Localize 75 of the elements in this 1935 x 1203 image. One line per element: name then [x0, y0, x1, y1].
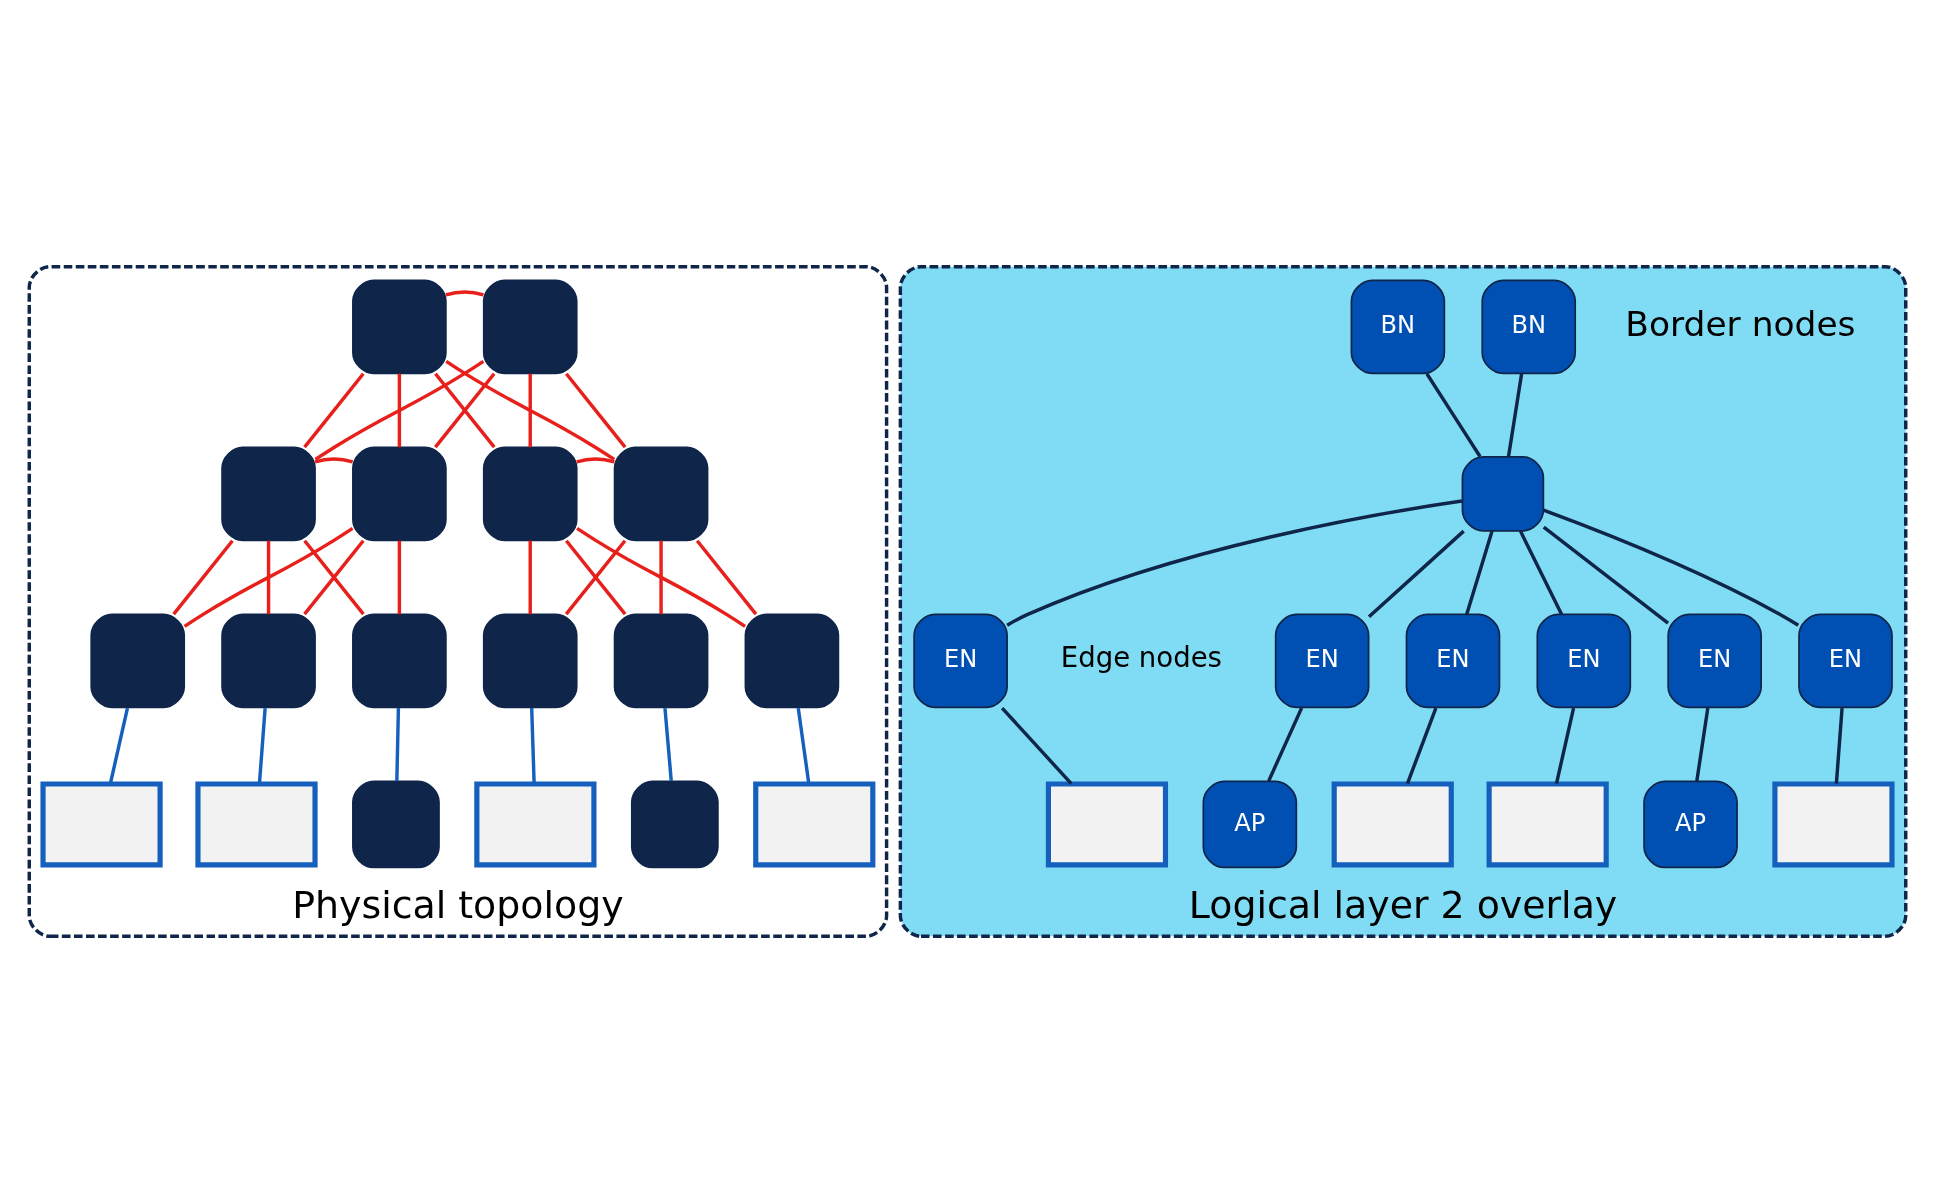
connector [303, 539, 365, 616]
node-switch [1461, 456, 1545, 532]
connector [1542, 508, 1800, 627]
node-router [482, 279, 578, 375]
connector [1506, 373, 1524, 457]
connector [314, 457, 354, 464]
connector [183, 526, 354, 628]
connector [172, 539, 234, 616]
connector [303, 372, 365, 449]
node-laptop [195, 781, 318, 868]
node-router [744, 613, 840, 709]
connector [1367, 529, 1465, 619]
connector [1405, 707, 1438, 785]
node-router [352, 279, 447, 375]
connector [576, 526, 746, 628]
node-router [482, 613, 578, 709]
node-router [352, 446, 447, 542]
node-laptop [1772, 781, 1895, 868]
connector [314, 359, 485, 461]
node-wifi [630, 780, 719, 869]
node-router [352, 613, 447, 709]
connector [1000, 706, 1073, 785]
connector [1542, 525, 1670, 625]
connector [434, 372, 496, 449]
connector [1267, 707, 1304, 782]
connector [1465, 530, 1494, 615]
connector [395, 708, 401, 782]
connector [257, 707, 267, 784]
node-box: EN [1667, 613, 1762, 709]
node-router [613, 446, 709, 542]
node-laptop [474, 781, 597, 868]
connector [576, 457, 615, 464]
node-router [482, 446, 578, 542]
node-box: EN [1405, 613, 1501, 709]
connector [663, 707, 673, 782]
connector [266, 540, 271, 615]
node-router [221, 613, 316, 709]
label: Border nodes [1625, 303, 1856, 344]
connector [397, 373, 402, 448]
connector [1518, 530, 1564, 616]
node-box: EN [1536, 613, 1632, 709]
node-router [90, 613, 186, 709]
node-box: BN [1350, 279, 1446, 375]
cluster: Physical topology [27, 264, 889, 939]
connector [695, 539, 758, 616]
connector [397, 540, 402, 615]
connector [528, 373, 532, 448]
node-laptop [1331, 781, 1454, 868]
node-box: AP [1202, 780, 1298, 869]
connector [445, 359, 616, 461]
node-laptop [1045, 781, 1169, 868]
node-laptop [40, 781, 163, 868]
connector [659, 540, 663, 615]
label: Edge nodes [1060, 641, 1222, 674]
node-box: EN [1274, 613, 1370, 709]
connector [528, 540, 532, 615]
node-box: BN [1481, 279, 1577, 375]
node-laptop [1486, 781, 1609, 868]
connector [1554, 707, 1576, 785]
node-box: EN [1798, 613, 1893, 709]
connector [108, 707, 130, 785]
connector [1834, 707, 1844, 784]
node-box: EN [913, 613, 1008, 709]
connector [1006, 499, 1463, 627]
connector [529, 708, 536, 784]
node-router [221, 446, 316, 542]
connector [796, 707, 811, 784]
node-router [613, 613, 709, 709]
connector [1695, 707, 1710, 782]
node-laptop [753, 781, 876, 868]
connector [1425, 372, 1482, 458]
connector [445, 290, 484, 297]
node-box: AP [1643, 780, 1738, 869]
connector [565, 372, 627, 449]
node-wifi [352, 780, 440, 869]
